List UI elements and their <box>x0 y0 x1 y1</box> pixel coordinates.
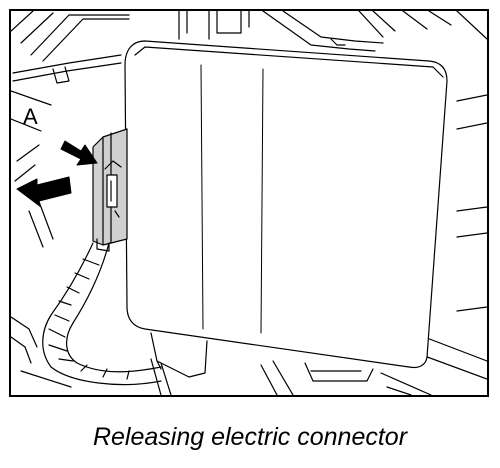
wiring-harness <box>42 242 162 386</box>
bottom-structure <box>150 358 432 395</box>
right-structure <box>410 94 487 380</box>
callout-label-a: A <box>23 104 38 129</box>
pull-arrow-icon <box>16 176 72 208</box>
diagram-drawing <box>11 11 487 395</box>
electric-connector <box>92 128 128 252</box>
figure-caption: Releasing electric connector <box>92 423 408 451</box>
control-module <box>124 40 448 378</box>
background-trim <box>11 11 130 388</box>
push-arrow-icon <box>60 140 98 166</box>
mounting-bracket <box>178 11 487 52</box>
figure-frame <box>9 9 489 397</box>
